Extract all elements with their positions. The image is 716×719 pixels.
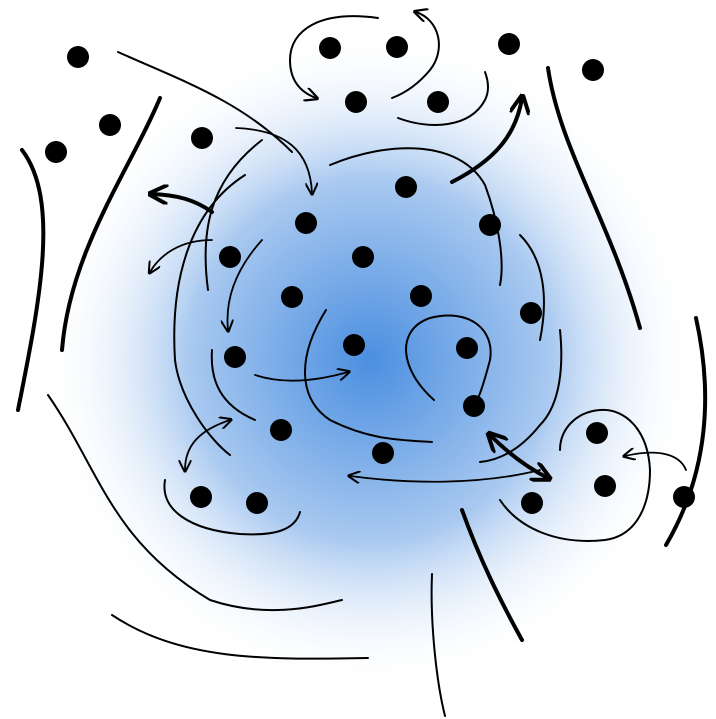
particle (582, 59, 604, 81)
particle (219, 246, 241, 268)
particle (191, 127, 213, 149)
particle (99, 114, 121, 136)
particle (395, 176, 417, 198)
particle (479, 214, 501, 236)
particle (319, 37, 341, 59)
particle (67, 46, 89, 68)
particle (594, 475, 616, 497)
particle (456, 337, 478, 359)
particle (520, 302, 542, 324)
particle (410, 285, 432, 307)
particle (190, 486, 212, 508)
particle (586, 422, 608, 444)
particle (345, 91, 367, 113)
particle (673, 486, 695, 508)
particle (281, 286, 303, 308)
particle (521, 492, 543, 514)
particle (246, 492, 268, 514)
particle (295, 212, 317, 234)
particle (498, 33, 520, 55)
particle (224, 346, 246, 368)
particle (386, 36, 408, 58)
particle (352, 246, 374, 268)
glow-cloud (35, 40, 705, 680)
particle (45, 141, 67, 163)
particle (343, 334, 365, 356)
particle (372, 442, 394, 464)
particle (270, 419, 292, 441)
particle (427, 91, 449, 113)
particle (463, 395, 485, 417)
